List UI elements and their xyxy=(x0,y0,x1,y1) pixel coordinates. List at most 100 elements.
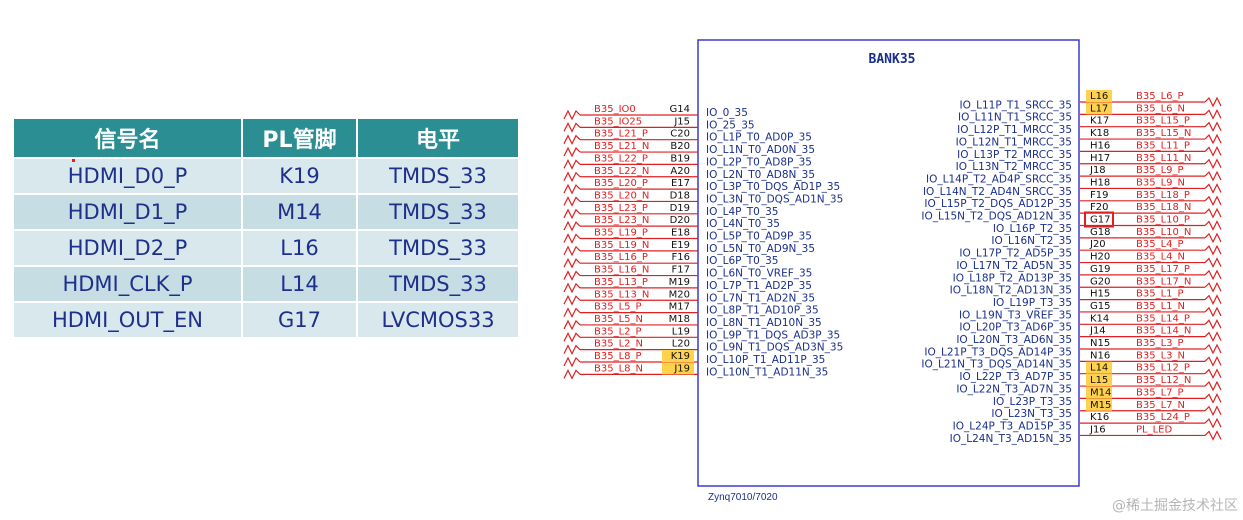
pin-number: L19 xyxy=(672,326,690,337)
net-label: B35_L2_N xyxy=(594,339,643,350)
pin-number: K18 xyxy=(1090,128,1109,139)
io-name: IO_L8N_T1_AD10N_35 xyxy=(706,317,822,329)
pin-number: F20 xyxy=(1090,202,1108,213)
io-name: IO_L19P_T3_35 xyxy=(993,297,1072,309)
signal-pin-table: 信号名 PL管脚 电平 HDMI_D0_P K19 TMDS_33 HDMI_D… xyxy=(12,117,520,339)
table-row: HDMI_OUT_EN G17 LVCMOS33 xyxy=(12,301,520,339)
pin-number: H17 xyxy=(1090,153,1110,164)
cell-signal: HDMI_D2_P xyxy=(12,229,243,267)
net-wire-break xyxy=(563,233,581,244)
net-label: B35_L5_P xyxy=(594,302,642,313)
pin-number: G18 xyxy=(1090,227,1110,238)
pin-highlight xyxy=(1086,102,1112,115)
pin-number: J19 xyxy=(673,363,690,374)
net-label: B35_L13_N xyxy=(594,289,649,300)
net-wire-break xyxy=(563,146,581,158)
red-mark xyxy=(72,159,75,162)
cell-pin: M14 xyxy=(241,193,358,231)
pin-highlight xyxy=(1086,374,1112,387)
io-name: IO_L15P_T2_DQS_AD12P_35 xyxy=(924,198,1072,210)
net-label: B35_L4_N xyxy=(1136,252,1185,263)
cell-pin: L14 xyxy=(241,265,358,303)
net-label: B35_IO0 xyxy=(594,104,636,115)
io-name: IO_L6N_T0_VREF_35 xyxy=(706,268,812,280)
net-wire-break xyxy=(563,171,581,183)
net-label: B35_L24_P xyxy=(1136,412,1190,423)
net-label: B35_L21_N xyxy=(594,141,649,152)
pin-number: L15 xyxy=(1090,375,1108,386)
net-label: B35_L3_P xyxy=(1136,338,1184,349)
cell-level: TMDS_33 xyxy=(356,229,520,267)
pin-highlight xyxy=(1086,398,1112,411)
net-wire-break xyxy=(1204,133,1222,145)
pin-number: K14 xyxy=(1090,313,1109,324)
pin-number: M19 xyxy=(669,277,690,288)
io-name: IO_L7P_T1_AD2P_35 xyxy=(706,280,812,292)
net-wire-break xyxy=(1204,207,1222,219)
pin-number: H20 xyxy=(1090,252,1110,263)
pin-highlight-red xyxy=(1084,211,1114,228)
net-wire-break xyxy=(563,319,581,331)
pin-number: D18 xyxy=(670,190,690,201)
pin-number: J20 xyxy=(1089,239,1106,250)
net-label: B35_L6_P xyxy=(1136,91,1184,102)
io-name: IO_L2N_T0_AD8N_35 xyxy=(706,169,815,181)
io-name: IO_L17N_T2_AD5N_35 xyxy=(956,260,1072,272)
net-wire-break xyxy=(1204,343,1222,355)
io-name: IO_L19N_T3_VREF_35 xyxy=(959,309,1072,321)
net-label: B35_L6_N xyxy=(1136,103,1185,114)
io-name: IO_L4N_T0_35 xyxy=(706,218,780,230)
io-name: IO_L3N_T0_DQS_AD1N_35 xyxy=(706,193,843,205)
net-label: B35_L12_P xyxy=(1136,363,1190,374)
io-name: IO_L24N_T3_AD15N_35 xyxy=(950,433,1072,445)
io-name: IO_L24P_T3_AD15P_35 xyxy=(953,420,1072,432)
net-wire-break xyxy=(1204,158,1222,170)
net-wire-break xyxy=(1204,417,1222,429)
cell-level: TMDS_33 xyxy=(356,265,520,303)
net-wire-break xyxy=(1204,356,1222,367)
net-wire-break xyxy=(563,294,581,306)
pin-number: N16 xyxy=(1090,350,1110,361)
io-name: IO_L16P_T2_35 xyxy=(993,223,1072,235)
cell-signal: HDMI_D1_P xyxy=(12,193,243,231)
pin-number: F19 xyxy=(1090,190,1108,201)
pin-number: M15 xyxy=(1090,400,1111,411)
pin-number: G17 xyxy=(1090,215,1110,226)
net-wire-break xyxy=(1204,183,1222,194)
net-wire-break xyxy=(1204,294,1222,305)
io-name: IO_L22N_T3_AD7N_35 xyxy=(956,383,1072,395)
io-name: IO_0_35 xyxy=(706,107,748,119)
net-label: B35_L19_N xyxy=(594,240,649,251)
net-label: B35_IO25 xyxy=(594,116,642,127)
net-wire-break xyxy=(563,196,581,207)
cell-pin: K19 xyxy=(241,157,358,195)
net-wire-break xyxy=(1204,331,1222,342)
pin-number: K16 xyxy=(1090,412,1109,423)
net-wire-break xyxy=(1204,368,1222,380)
pin-number: L17 xyxy=(1090,103,1108,114)
io-name: IO_L7N_T1_AD2N_35 xyxy=(706,292,815,304)
net-label: B35_L10_P xyxy=(1136,215,1190,226)
bank-title: BANK35 xyxy=(869,52,916,67)
pin-number: J14 xyxy=(1089,326,1106,337)
net-wire-break xyxy=(1204,170,1222,182)
pin-number: H15 xyxy=(1090,289,1110,300)
